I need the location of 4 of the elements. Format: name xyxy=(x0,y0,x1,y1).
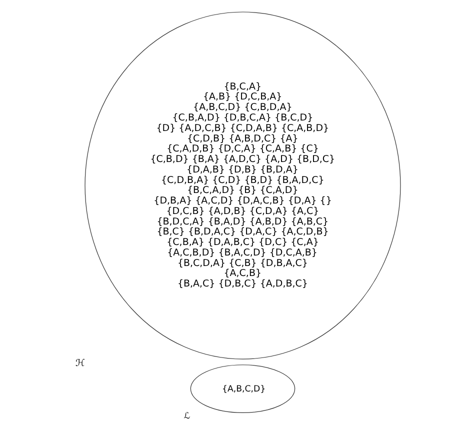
node-circle: {B,C,A} {A,B} {D,C,B,A} {A,B,C,D} {C,B,D,A} {C,B,A,D} {D,B,C,A} {B,C,D} {D} {A,D,C,B} {C,D,A,B} {C,A,B,D} {C,D,B} {A,B,D,C} {A} {C,A,D,B} {D,C,A} {C,A,B} {C} {C,B,D} {B,A} {A,D,C} {A,D} {B,D,C} {D,A,B} {D,B} {B,D,A} {C,D,B,A} {C,D} {B,D} {B,A,D,C} {B,C,A,D} {B} {C,A,D} {D,B,A} {A,C,D} {D,A,C,B} {D,A} {} {D,C,B} {A,D,B} {C,D,A} {A,C} {B,D,C,A} {B,A,D} {A,B,D} {A,B,C} {B,C} {B,D,A,C} {D,A,C} {A,C,D,B} {C,B,A} {D,A,B,C} {D,C} {C,A} {A,C,B,D} {B,A,C,D} {D,C,A,B} {B,C,D,A} {C,B} {D,B,A,C} {A,C,B} {B,A,C} {D,B,C} {A,D,B,C} xyxy=(84,12,401,360)
node-label: ℒ xyxy=(184,412,190,422)
node-ellipse: {A,B,C,D} xyxy=(190,364,296,413)
node-label: ℋ xyxy=(75,358,85,369)
